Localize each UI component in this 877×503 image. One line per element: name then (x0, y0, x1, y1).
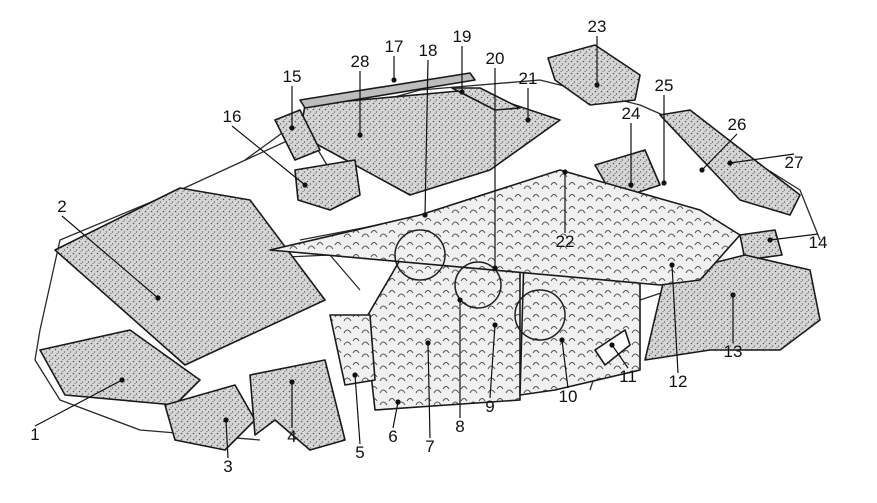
callout-point-15 (289, 125, 295, 131)
callout-leader-3 (225, 419, 229, 459)
callout-label-23: 23 (588, 17, 607, 36)
callout-label-16: 16 (223, 107, 242, 126)
callout-leader-7 (427, 342, 431, 439)
callout-leader-2 (61, 215, 159, 299)
part-17-roof-strip (299, 72, 476, 109)
callout-point-5 (352, 372, 358, 378)
callout-leader-11 (611, 344, 629, 369)
callout-label-28: 28 (351, 52, 370, 71)
detail-circle-8 (454, 261, 502, 309)
callout-point-25 (661, 180, 667, 186)
insulation-parts (39, 44, 821, 451)
callout-label-15: 15 (283, 67, 302, 86)
callout-point-11 (609, 342, 615, 348)
callout-point-18 (422, 212, 428, 218)
callout-label-21: 21 (519, 69, 538, 88)
callout-label-20: 20 (486, 49, 505, 68)
callout-leader-9 (489, 324, 496, 399)
callout-point-2 (155, 295, 161, 301)
callout-label-9: 9 (485, 397, 494, 416)
callout-label-12: 12 (669, 372, 688, 391)
callout-label-22: 22 (556, 232, 575, 251)
callout-point-8 (457, 297, 463, 303)
callout-label-18: 18 (419, 41, 438, 60)
callout-label-7: 7 (425, 437, 434, 456)
callout-point-9 (492, 322, 498, 328)
callout-label-27: 27 (785, 153, 804, 172)
callout-point-7 (425, 340, 431, 346)
callout-point-20 (492, 265, 498, 271)
part-5-pillar-pad (329, 314, 376, 386)
callout-label-26: 26 (728, 115, 747, 134)
part-23-trunk-panel (547, 44, 641, 106)
callout-label-8: 8 (455, 417, 464, 436)
callout-point-22 (562, 169, 568, 175)
callout-point-1 (119, 377, 125, 383)
callout-label-17: 17 (385, 37, 404, 56)
detail-circle-10 (514, 289, 566, 341)
callout-label-11: 11 (619, 367, 637, 386)
callout-point-12 (669, 262, 675, 268)
callout-leader-12 (671, 264, 679, 374)
detail-circle-18 (394, 229, 446, 281)
callout-point-27 (727, 160, 733, 166)
callout-leader-26 (701, 133, 738, 171)
callout-leader-5 (354, 374, 361, 445)
callout-label-10: 10 (559, 387, 578, 406)
part-14-block (739, 229, 783, 261)
part-19-rear-strip (451, 87, 521, 111)
callout-point-4 (289, 379, 295, 385)
callout-point-23 (594, 82, 600, 88)
callout-leader-27 (729, 153, 795, 164)
callout-point-21 (525, 117, 531, 123)
callout-point-17 (391, 77, 397, 83)
callout-leader-6 (392, 401, 399, 429)
callout-leader-1 (34, 379, 123, 427)
callout-point-28 (357, 132, 363, 138)
part-16-dash-panel (294, 159, 361, 211)
callout-label-1: 1 (30, 425, 39, 444)
callout-point-24 (628, 182, 634, 188)
callout-leaders (34, 36, 819, 459)
part-4-wheel-arch (249, 359, 346, 451)
callout-label-5: 5 (355, 443, 364, 462)
callout-label-14: 14 (809, 233, 828, 252)
callout-label-2: 2 (57, 197, 66, 216)
callout-point-14 (767, 237, 773, 243)
callout-point-26 (699, 167, 705, 173)
callout-label-3: 3 (223, 457, 232, 476)
callout-leader-18 (424, 59, 429, 216)
part-22-floor-mat (269, 169, 741, 286)
callout-point-6 (395, 399, 401, 405)
callout-label-25: 25 (655, 76, 674, 95)
callout-label-24: 24 (622, 104, 641, 123)
callout-point-16 (302, 182, 308, 188)
callout-point-13 (730, 292, 736, 298)
callout-leader-16 (231, 125, 306, 186)
callout-leader-14 (769, 233, 819, 241)
callout-point-3 (223, 417, 229, 423)
callout-label-6: 6 (388, 427, 397, 446)
callout-label-4: 4 (287, 427, 296, 446)
callout-point-10 (559, 337, 565, 343)
part-3-wheel-liner (164, 384, 256, 451)
callout-point-19 (459, 89, 465, 95)
callout-leader-10 (561, 339, 569, 389)
part-1-front-apron (39, 329, 201, 406)
callout-label-19: 19 (453, 27, 472, 46)
callout-label-13: 13 (724, 342, 743, 361)
